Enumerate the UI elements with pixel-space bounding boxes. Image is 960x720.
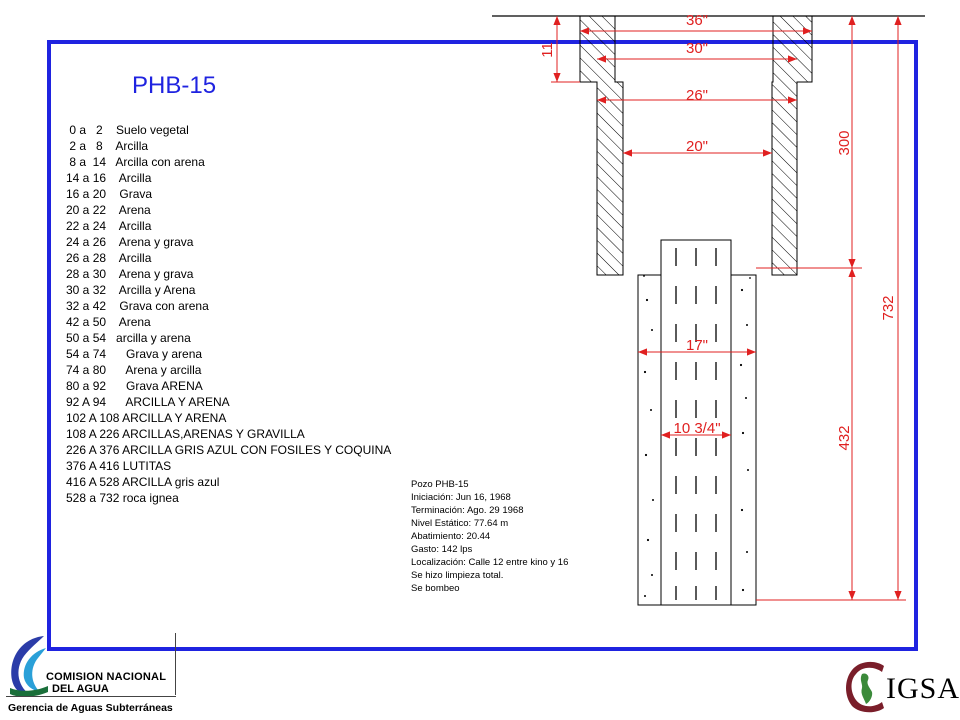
igsa-wordmark: IGSA: [886, 672, 960, 705]
logo-divider-vertical: [175, 633, 176, 695]
log-row: 42 a 50 Arena: [66, 315, 151, 329]
depth-label-300: 300: [836, 130, 853, 155]
screen-slots: [675, 248, 717, 600]
diameter-dimensions: [580, 27, 812, 439]
log-row: 74 a 80 Arena y arcilla: [66, 363, 202, 377]
dim-label-17: 17": [686, 337, 708, 354]
left-casing-wall: [579, 15, 624, 276]
depth-label-432: 432: [836, 425, 853, 450]
info-line: Localización: Calle 12 entre kino y 16: [411, 557, 569, 568]
log-row: 20 a 22 Arena: [66, 203, 151, 217]
dim-label-30: 30": [686, 40, 708, 57]
log-row: 30 a 32 Arcilla y Arena: [66, 283, 196, 297]
log-row: 8 a 14 Arcilla con arena: [66, 155, 205, 169]
dim-label-36: 36": [686, 12, 708, 29]
org-subtitle: Gerencia de Aguas Subterráneas: [8, 702, 173, 714]
dim-label-26: 26": [686, 87, 708, 104]
log-row: 376 A 416 LUTITAS: [66, 459, 172, 473]
log-row: 16 a 20 Grava: [66, 187, 153, 201]
depth-label-11: 11: [539, 42, 556, 58]
org-name-line1: COMISION NACIONAL: [46, 671, 167, 683]
info-line: Iniciación: Jun 16, 1968: [411, 492, 511, 503]
info-line: Se hizo limpieza total.: [411, 570, 504, 581]
logo-divider-horizontal: [6, 696, 176, 697]
info-line: Pozo PHB-15: [411, 479, 469, 490]
log-row: 50 a 54 arcilla y arena: [66, 331, 191, 345]
right-casing-wall: [771, 15, 813, 276]
log-row: 26 a 28 Arcilla: [66, 251, 152, 265]
dim-label-10-3-4: 10 3/4": [673, 420, 720, 437]
log-row: 80 a 92 Grava ARENA: [66, 379, 203, 393]
log-row: 92 A 94 ARCILLA Y ARENA: [66, 395, 230, 409]
info-line: Abatimiento: 20.44: [411, 531, 491, 542]
depth-dimensions: [551, 16, 906, 601]
log-row: 24 a 26 Arena y grava: [66, 235, 194, 249]
log-row: 528 a 732 roca ignea: [66, 491, 179, 505]
info-line: Nivel Estático: 77.64 m: [411, 518, 509, 529]
igsa-logo-icon: [846, 661, 884, 713]
log-row: 108 A 226 ARCILLAS,ARENAS Y GRAVILLA: [66, 427, 305, 441]
log-row: 102 A 108 ARCILLA Y ARENA: [66, 411, 227, 425]
info-line: Se bombeo: [411, 583, 460, 594]
log-row: 32 a 42 Grava con arena: [66, 299, 209, 313]
log-row: 14 a 16 Arcilla: [66, 171, 152, 185]
log-row: 0 a 2 Suelo vegetal: [66, 123, 189, 137]
drawing-frame: [47, 40, 918, 651]
org-name-line2: DEL AGUA: [52, 683, 109, 695]
well-title: PHB-15: [132, 72, 217, 99]
info-line: Gasto: 142 lps: [411, 544, 473, 555]
log-row: 416 A 528 ARCILLA gris azul: [66, 475, 220, 489]
log-row: 22 a 24 Arcilla: [66, 219, 152, 233]
log-row: 2 a 8 Arcilla: [66, 139, 149, 153]
info-line: Terminación: Ago. 29 1968: [411, 505, 524, 516]
conagua-logo-icon: [10, 636, 48, 697]
log-row: 226 A 376 ARCILLA GRIS AZUL CON FOSILES …: [66, 443, 392, 457]
log-row: 28 a 30 Arena y grava: [66, 267, 194, 281]
log-row: 54 a 74 Grava y arena: [66, 347, 203, 361]
gravel-dots: [643, 275, 751, 597]
depth-label-732: 732: [880, 295, 897, 320]
dim-label-20: 20": [686, 138, 708, 155]
